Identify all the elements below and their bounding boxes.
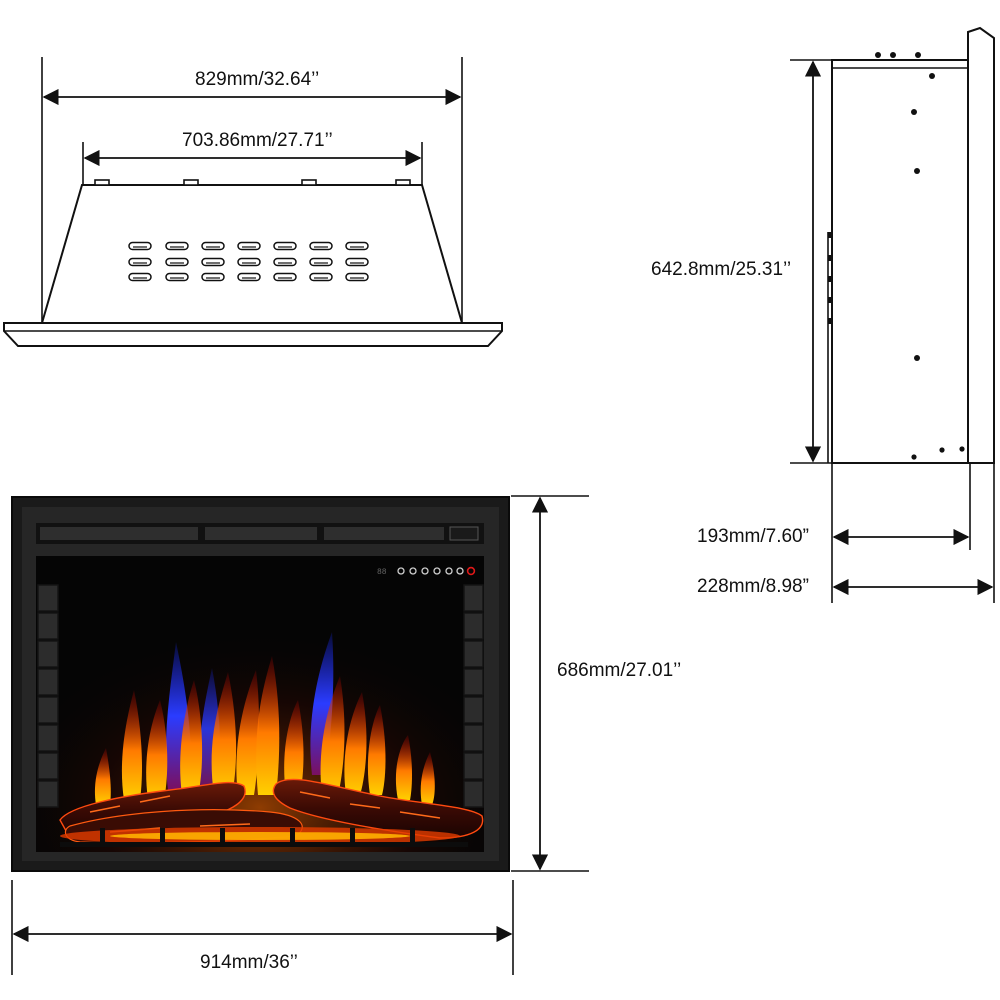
vent-slot xyxy=(345,257,369,267)
vent-slot xyxy=(165,272,189,282)
vent-slot xyxy=(128,257,152,267)
flame-5 xyxy=(211,672,237,795)
control-display: 88 xyxy=(377,568,387,577)
grate-bars xyxy=(100,828,415,844)
side-view-mount-studs xyxy=(828,232,832,324)
front-width-label: 914mm/36’’ xyxy=(200,952,298,973)
side-height-label: 642.8mm/25.31’’ xyxy=(651,259,792,280)
vent-slot xyxy=(201,241,225,251)
vent-slot xyxy=(237,241,261,251)
vent-slot xyxy=(273,241,297,251)
flame-8 xyxy=(284,700,304,795)
vent-slot xyxy=(237,272,261,282)
control-button-4[interactable] xyxy=(433,567,441,575)
front-height-label: 686mm/27.01’’ xyxy=(557,660,682,681)
vent-slot xyxy=(273,257,297,267)
log-right xyxy=(272,778,484,839)
flame-6 xyxy=(236,670,260,795)
brick-wall-right xyxy=(463,584,484,808)
side-view-body xyxy=(831,59,969,464)
vent-slot xyxy=(273,272,297,282)
top-view-flange xyxy=(3,322,503,347)
flame-11 xyxy=(367,705,386,795)
ember-core xyxy=(110,832,410,840)
vent-slot xyxy=(165,257,189,267)
vent-slot xyxy=(201,257,225,267)
top-view-body xyxy=(40,184,464,324)
depth-outer-label: 228mm/8.98” xyxy=(697,576,809,597)
log-cracks xyxy=(89,791,441,833)
vent-slot xyxy=(165,241,189,251)
vent-slot xyxy=(345,241,369,251)
vent-slot xyxy=(128,241,152,251)
side-view xyxy=(790,26,995,603)
side-view-front-frame xyxy=(967,26,995,464)
top-view-mount-tabs xyxy=(94,179,411,186)
flame-9 xyxy=(320,676,345,795)
flame-7 xyxy=(256,656,280,795)
vent-slot xyxy=(237,257,261,267)
control-button-5[interactable] xyxy=(445,567,453,575)
depth-inner-label: 193mm/7.60” xyxy=(697,526,809,547)
vent-slot xyxy=(345,272,369,282)
top-view-vents xyxy=(128,241,369,282)
front-view: 88 xyxy=(11,495,589,975)
flame-4 xyxy=(180,680,203,795)
vent-slot xyxy=(128,272,152,282)
vent-slot xyxy=(309,272,333,282)
power-button[interactable] xyxy=(466,566,476,576)
control-panel: 88 xyxy=(377,566,476,577)
control-button-1[interactable] xyxy=(397,567,405,575)
brick-wall-left xyxy=(37,584,59,808)
flame-3 xyxy=(146,700,168,800)
flame-13 xyxy=(420,752,435,805)
flame-12 xyxy=(395,735,412,800)
vent-slot xyxy=(309,241,333,251)
top-outer-width-label: 829mm/32.64’’ xyxy=(195,69,320,90)
control-button-3[interactable] xyxy=(421,567,429,575)
top-view xyxy=(3,57,503,347)
grate xyxy=(60,842,468,847)
front-vent-switch xyxy=(449,526,479,541)
log-set xyxy=(59,778,484,845)
top-inner-width-label: 703.86mm/27.71’’ xyxy=(182,130,333,151)
vent-slot xyxy=(309,257,333,267)
flame-10 xyxy=(344,692,367,795)
flames xyxy=(94,632,435,805)
control-button-2[interactable] xyxy=(409,567,417,575)
control-button-6[interactable] xyxy=(456,567,464,575)
vent-slot xyxy=(201,272,225,282)
front-vent-panels xyxy=(40,527,444,540)
flame-2 xyxy=(121,690,142,800)
flame-1 xyxy=(94,748,111,805)
side-view-screws xyxy=(875,52,965,460)
